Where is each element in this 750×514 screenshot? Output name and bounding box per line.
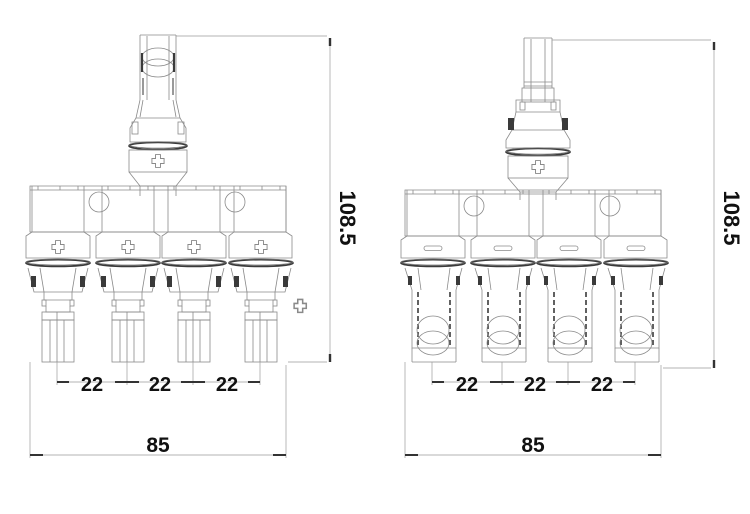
left-view-group [25,34,308,363]
branch-connector-r2 [470,190,536,363]
branch-connector-3 [161,186,246,363]
dim-label-pitch-right-2: 22 [524,374,546,396]
trunk-nut-female [507,155,569,200]
branch-connector-r4 [603,190,669,363]
branch-connector-1 [25,186,110,363]
trunk-cable-female [519,37,557,111]
branch-connector-r1 [400,190,485,363]
branch-connector-4 [228,186,294,363]
trunk-body-female [505,99,571,149]
trunk-nut-male [128,149,308,314]
dim-label-pitch-left-1: 22 [81,374,103,396]
trunk-seal-band-right [505,147,571,157]
oval-slot-r1 [423,245,443,251]
oval-slot-r2 [493,245,513,251]
dim-label-pitch-right-1: 22 [456,374,478,396]
branch-group-left [25,186,294,363]
oval-slot-r4 [626,245,646,251]
left-dimensions [29,35,332,458]
trunk-seal-band [128,141,188,151]
oval-slot-r3 [559,245,579,251]
right-view-group [400,37,669,363]
dim-label-pitch-right-3: 22 [591,374,613,396]
dim-label-width-right: 85 [521,434,545,457]
branch-connector-2 [95,186,161,363]
dim-label-height-right: 108.5 [719,190,744,245]
dim-label-width-left: 85 [146,434,170,457]
branch-group-right [400,190,669,363]
dim-label-pitch-left-3: 22 [216,374,238,396]
trunk-cable-male [139,34,177,100]
branch-connector-r3 [536,190,621,363]
dim-label-height-left: 108.5 [335,190,360,245]
right-dimensions [404,39,716,458]
dim-label-pitch-left-2: 22 [149,374,171,396]
